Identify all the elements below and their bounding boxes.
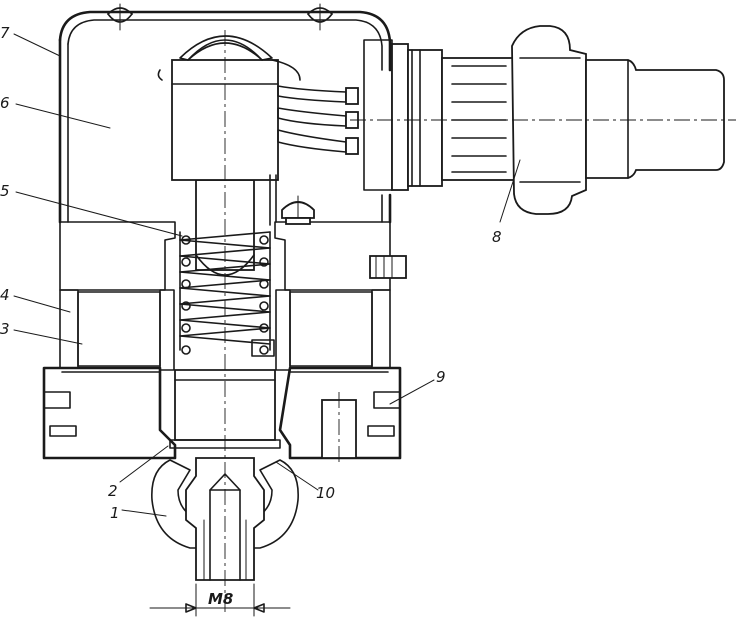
label-9: 9 — [436, 368, 446, 386]
valve-base — [42, 366, 402, 466]
axis-lines — [224, 30, 736, 612]
housing-shell — [58, 3, 392, 224]
lead-wires — [269, 59, 359, 226]
label-7: 7 — [0, 24, 10, 42]
label-1: 1 — [110, 504, 120, 522]
coil-cap — [157, 35, 279, 181]
thread-dimension — [149, 583, 291, 617]
side-screw — [369, 255, 407, 279]
thread-label: М8 — [208, 590, 233, 608]
label-6: 6 — [0, 94, 10, 112]
leader-lines — [13, 33, 521, 517]
label-5: 5 — [0, 182, 10, 200]
label-8: 8 — [492, 228, 502, 246]
label-10: 10 — [316, 484, 335, 502]
label-4: 4 — [0, 286, 10, 304]
plug-connector — [363, 25, 725, 215]
label-2: 2 — [108, 482, 118, 500]
plunger-armature — [169, 369, 281, 449]
ground-screw — [281, 195, 315, 225]
label-3: 3 — [0, 320, 10, 338]
